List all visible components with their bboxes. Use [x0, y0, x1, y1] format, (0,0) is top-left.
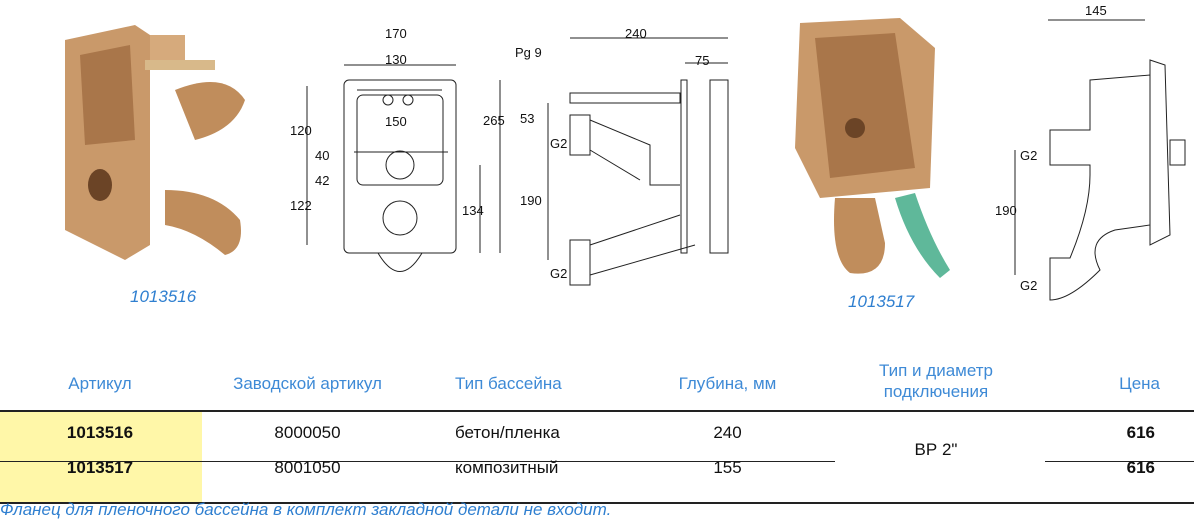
- dim-label: G2: [550, 136, 567, 151]
- divider: [1045, 461, 1194, 462]
- side-view-drawing: 240 75 Pg 9 53 G2 190 G2: [515, 26, 729, 286]
- product-photo-1013516: [65, 25, 245, 260]
- header-pool-type: Тип бассейна: [455, 374, 562, 393]
- dim-label: 53: [520, 111, 534, 126]
- header-price: Цена: [1119, 374, 1160, 393]
- factory-cell: 8000050: [274, 423, 341, 442]
- dim-label: 75: [695, 53, 709, 68]
- header-factory-article: Заводской артикул: [233, 374, 382, 393]
- factory-cell: 8001050: [274, 458, 341, 477]
- depth-cell: 155: [713, 458, 742, 477]
- header-article: Артикул: [68, 374, 132, 393]
- product-caption-1013517: 1013517: [848, 292, 915, 311]
- header-depth: Глубина, мм: [678, 374, 777, 393]
- dim-label: Pg 9: [515, 45, 542, 60]
- article-cell: 1013517: [66, 458, 134, 477]
- front-view-drawing: 170 130 150 120 40 42 122 134 265: [290, 26, 505, 272]
- dim-label: 150: [385, 114, 407, 129]
- price-cell: 616: [1126, 458, 1155, 477]
- product-photo-1013517: [795, 18, 950, 278]
- dim-label: 190: [995, 203, 1017, 218]
- dim-label: G2: [1020, 148, 1037, 163]
- dim-label: G2: [550, 266, 567, 281]
- depth-cell: 240: [713, 423, 742, 442]
- divider: [0, 410, 1194, 412]
- pool-type-cell: бетон/пленка: [455, 423, 560, 442]
- divider: [0, 461, 835, 462]
- product-caption-1013516: 1013516: [130, 287, 197, 306]
- dim-label: 120: [290, 123, 312, 138]
- article-cell: 1013516: [66, 423, 134, 442]
- dim-label: 240: [625, 26, 647, 41]
- dim-label: 122: [290, 198, 312, 213]
- divider: [0, 502, 1194, 504]
- dim-label: 170: [385, 26, 407, 41]
- dim-label: 145: [1085, 3, 1107, 18]
- pool-type-cell: композитный: [455, 458, 559, 477]
- dim-label: 190: [520, 193, 542, 208]
- dim-label: G2: [1020, 278, 1037, 293]
- connection-cell: ВР 2": [914, 440, 958, 459]
- price-cell: 616: [1126, 423, 1155, 442]
- header-connection: Тип и диаметр подключения: [879, 361, 993, 401]
- section-view-drawing: 145 G2 190 G2: [995, 3, 1186, 301]
- article-highlight: [0, 412, 202, 503]
- dim-label: 134: [462, 203, 484, 218]
- dim-label: 130: [385, 52, 407, 67]
- footnote: Фланец для пленочного бассейна в комплек…: [0, 500, 612, 519]
- dim-label: 40: [315, 148, 329, 163]
- dim-label: 42: [315, 173, 329, 188]
- dim-label: 265: [483, 113, 505, 128]
